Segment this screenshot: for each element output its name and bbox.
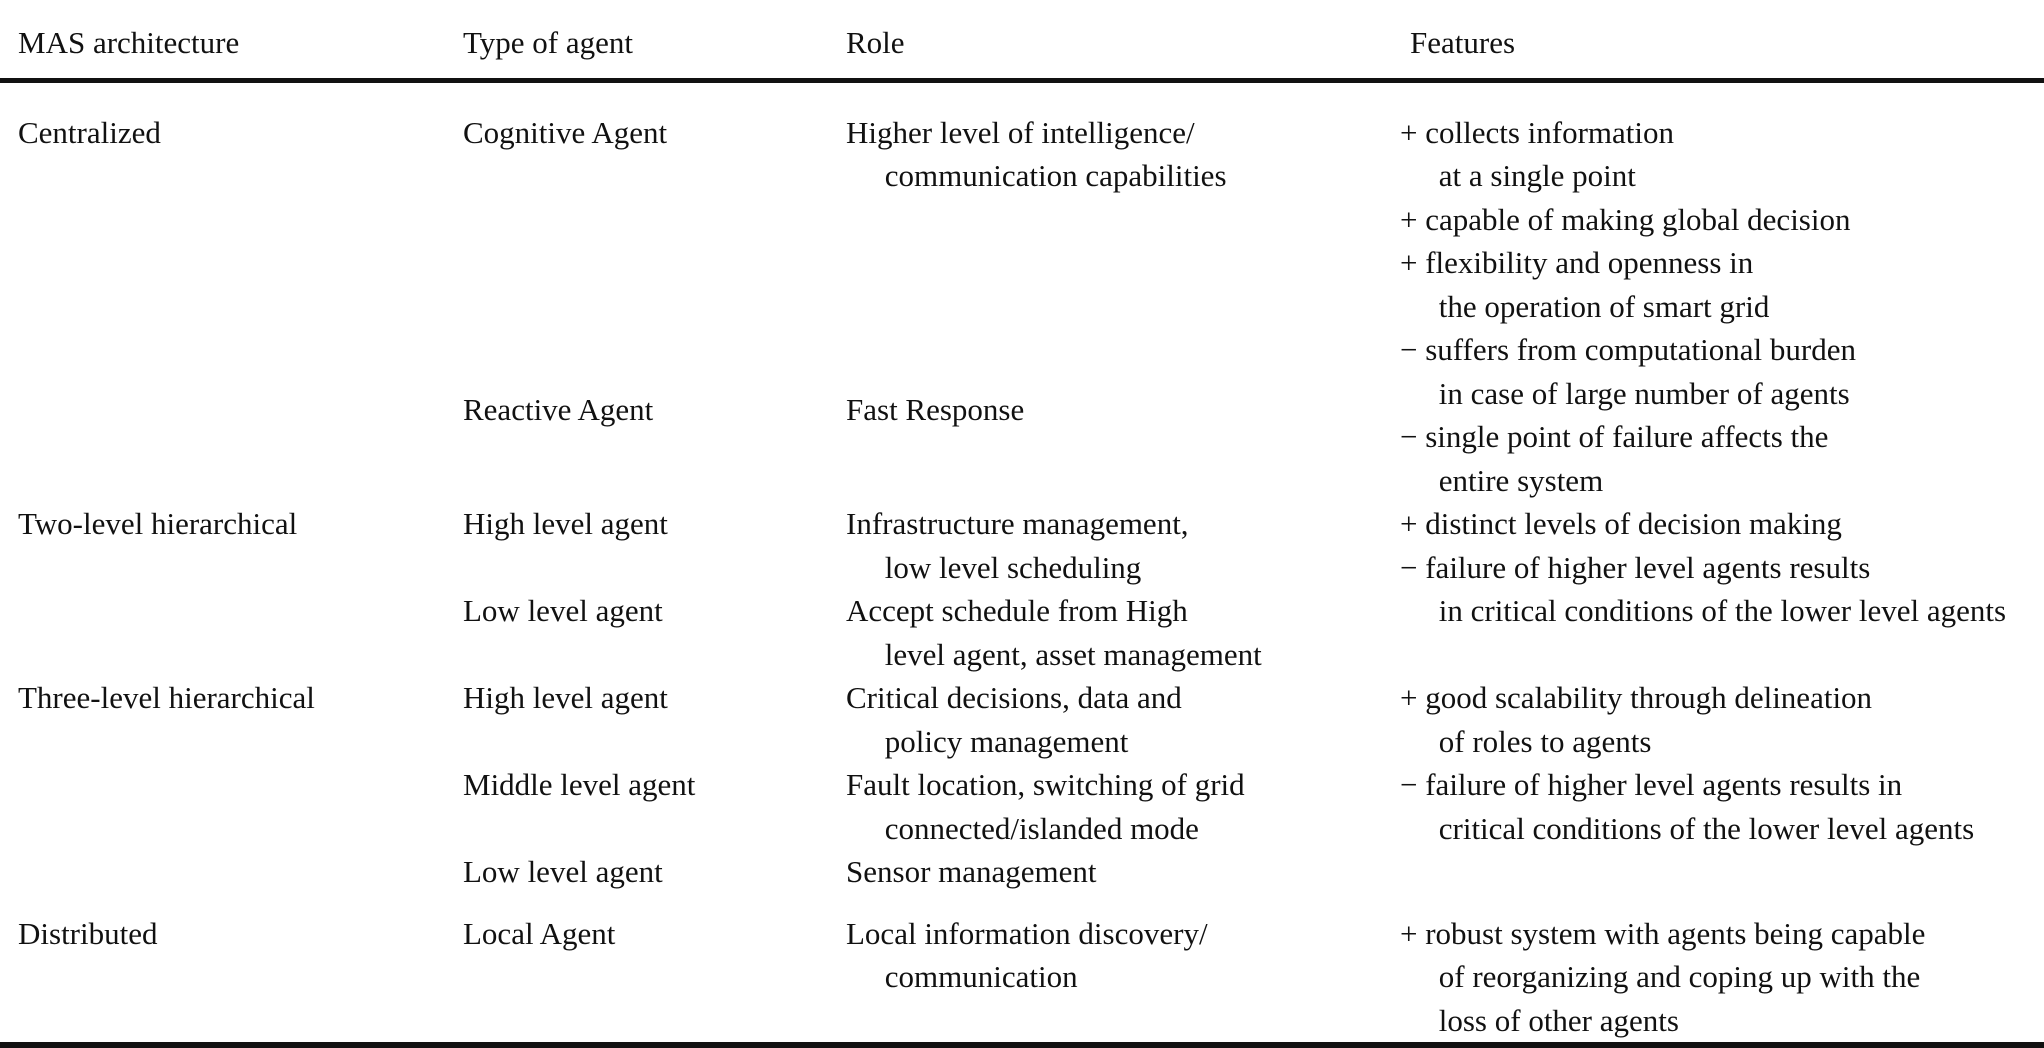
features-cell: + robust system with agents being capabl…: [1400, 915, 1926, 1038]
table-row: Distributed Local Agent Local informatio…: [0, 894, 2044, 1046]
table-row: Three-level hierarchical High level agen…: [0, 676, 2044, 846]
table-row: Reactive Agent Fast Response: [0, 388, 2044, 502]
role-cell: Fault location, switching of grid connec…: [846, 767, 1245, 846]
features-cell: + collects information at a single point…: [1400, 114, 1856, 498]
column-header-type-of-agent: Type of agent: [463, 0, 846, 83]
agent-type-cell: Cognitive Agent: [463, 114, 668, 150]
column-header-role: Role: [846, 0, 1400, 83]
features-cell: + good scalability through delineation o…: [1400, 680, 1975, 846]
column-header-mas-architecture: MAS architecture: [0, 0, 463, 83]
agent-type-cell: High level agent: [463, 680, 668, 715]
architecture-cell: Distributed: [18, 915, 158, 951]
table-row: Low level agent Sensor management: [0, 850, 2044, 894]
role-cell: Fast Response: [846, 391, 1025, 427]
agent-type-cell: Middle level agent: [463, 767, 696, 802]
role-cell: Sensor management: [846, 854, 1097, 889]
architecture-cell: Centralized: [18, 114, 161, 150]
agent-type-cell: Low level agent: [463, 593, 663, 628]
table-row: Low level agent Accept schedule from Hig…: [0, 589, 2044, 676]
agent-type-cell: Low level agent: [463, 854, 663, 889]
table-row: Centralized Cognitive Agent Higher level…: [0, 80, 2044, 498]
agent-type-cell: High level agent: [463, 506, 668, 541]
table-header: MAS architecture Type of agent Role Feat…: [0, 0, 2044, 83]
agent-type-cell: Reactive Agent: [463, 391, 654, 427]
role-cell: Critical decisions, data and policy mana…: [846, 680, 1182, 759]
agent-type-cell: Local Agent: [463, 915, 616, 951]
features-cell: + distinct levels of decision making − f…: [1400, 506, 2007, 628]
role-cell: Local information discovery/ communicati…: [846, 915, 1208, 995]
header-row: MAS architecture Type of agent Role Feat…: [0, 0, 2044, 83]
table-body: Centralized Cognitive Agent Higher level…: [0, 80, 2044, 1046]
table-row: Middle level agent Fault location, switc…: [0, 763, 2044, 850]
column-header-features: Features: [1400, 0, 2044, 83]
role-cell: Higher level of intelligence/ communicat…: [846, 114, 1227, 194]
role-cell: Infrastructure management, low level sch…: [846, 506, 1189, 585]
role-cell: Accept schedule from High level agent, a…: [846, 593, 1262, 672]
architecture-cell: Two-level hierarchical: [18, 506, 298, 541]
table-row: Two-level hierarchical High level agent …: [0, 502, 2044, 628]
architecture-cell: Three-level hierarchical: [18, 680, 315, 715]
